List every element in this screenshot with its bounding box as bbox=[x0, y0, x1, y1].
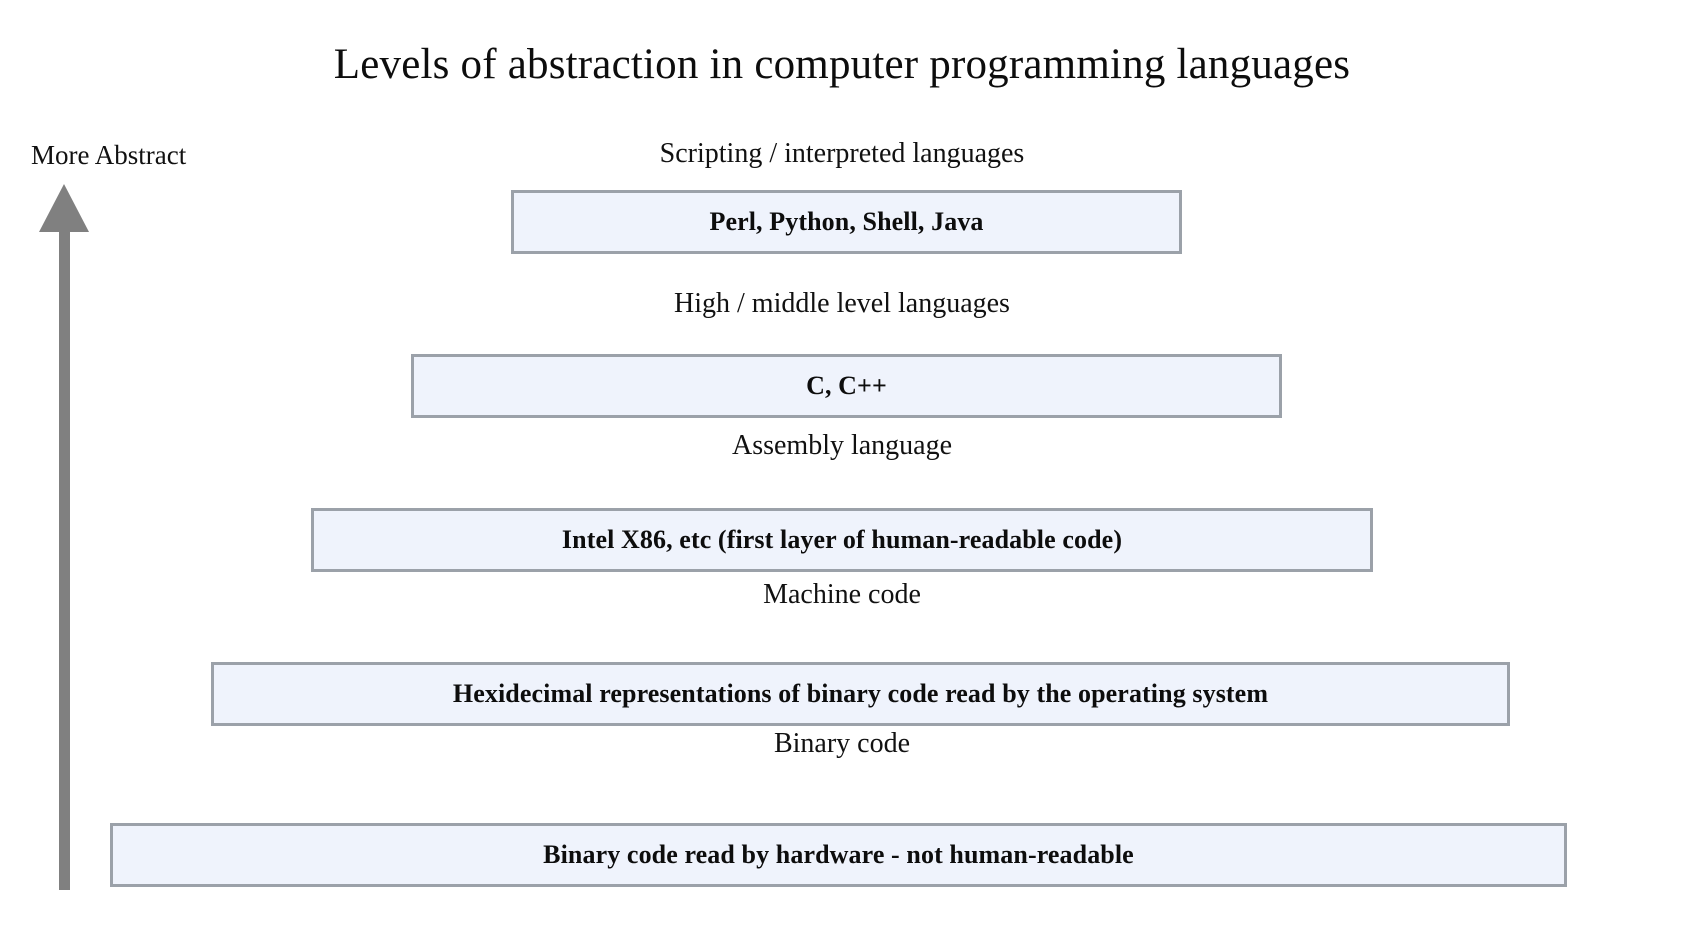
tier-box[interactable]: Intel X86, etc (first layer of human-rea… bbox=[311, 508, 1373, 572]
tier-label: Assembly language bbox=[731, 430, 953, 461]
page-title: Levels of abstraction in computer progra… bbox=[333, 41, 1351, 88]
axis-label-more-abstract: More Abstract bbox=[31, 140, 187, 170]
tier-box-text: Hexidecimal representations of binary co… bbox=[452, 679, 1269, 708]
tier-box[interactable]: Perl, Python, Shell, Java bbox=[511, 190, 1182, 254]
tier-label: Scripting / interpreted languages bbox=[659, 138, 1025, 169]
tier-label: Binary code bbox=[773, 728, 911, 759]
tier-box[interactable]: Hexidecimal representations of binary co… bbox=[211, 662, 1510, 726]
tier-box-text: Perl, Python, Shell, Java bbox=[709, 207, 984, 236]
up-arrow-icon bbox=[39, 184, 89, 890]
tier-box[interactable]: Binary code read by hardware - not human… bbox=[110, 823, 1567, 887]
tier-label: High / middle level languages bbox=[674, 288, 1010, 319]
tier-box-text: Intel X86, etc (first layer of human-rea… bbox=[561, 525, 1123, 554]
tier-box-text: Binary code read by hardware - not human… bbox=[543, 840, 1134, 869]
tier-box[interactable]: C, C++ bbox=[411, 354, 1282, 418]
tier-label: Machine code bbox=[763, 579, 921, 610]
tier-box-text: C, C++ bbox=[806, 371, 887, 400]
